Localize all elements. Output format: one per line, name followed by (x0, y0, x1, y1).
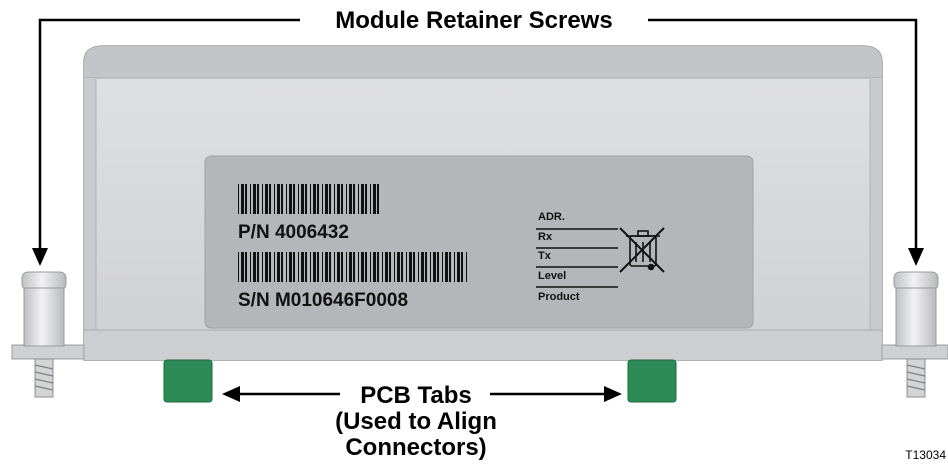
right-pcb-tab (627, 359, 677, 403)
callout-pcb-tabs: PCB Tabs (360, 382, 472, 409)
label-field: ADR. (538, 211, 565, 223)
figure-reference: T13034 (905, 448, 946, 462)
left-pcb-tab (163, 359, 213, 403)
right-retainer-screw (893, 271, 939, 398)
barcode-icon (238, 184, 379, 214)
callout-retainer-screws: Module Retainer Screws (335, 7, 612, 34)
serial-number: S/N M010646F0008 (238, 290, 408, 311)
part-number: P/N 4006432 (238, 222, 349, 243)
label-field: Tx (538, 250, 552, 262)
label-field: Level (538, 270, 566, 282)
retainer-screws-callout: Module Retainer Screws (32, 7, 924, 266)
left-mounting-flange (11, 344, 85, 360)
weee-crossed-bin-icon (619, 227, 665, 273)
pcb-tabs-callout: PCB Tabs (Used to Align Connectors) (222, 382, 622, 461)
barcode-icon (238, 252, 467, 282)
right-mounting-flange (881, 344, 948, 360)
callout-pcb-tabs-note-2: Connectors) (345, 434, 486, 461)
label-field: Product (538, 291, 580, 303)
callout-pcb-tabs-note: (Used to Align (335, 408, 497, 435)
label-field: Rx (538, 231, 553, 243)
left-retainer-screw (21, 271, 67, 398)
label-fields: ADR. Rx Tx Level Product (536, 211, 618, 303)
